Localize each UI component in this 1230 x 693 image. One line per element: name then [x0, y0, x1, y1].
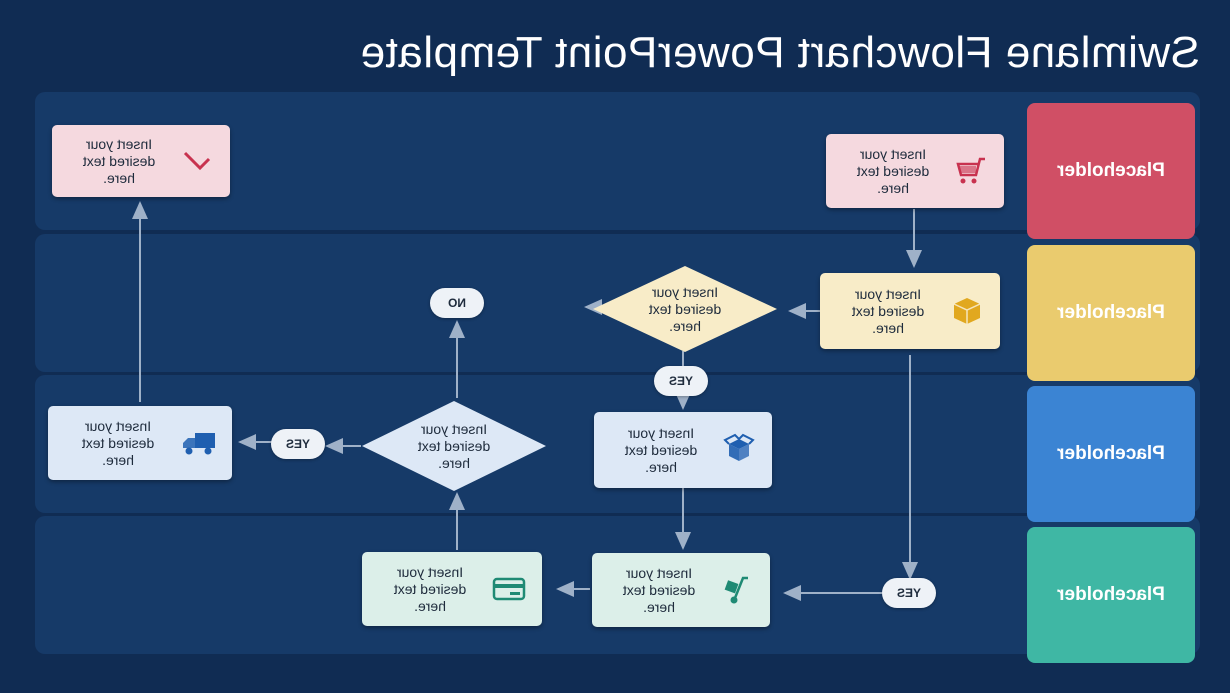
boxes-icon	[720, 431, 758, 469]
credit-card-icon	[490, 570, 528, 608]
yes-label-pill-middle: YES	[271, 429, 325, 459]
yes-label-pill-bottom: YES	[882, 578, 936, 608]
delivery-truck-icon	[180, 424, 218, 462]
yes-label-pill-top: YES	[654, 366, 708, 396]
shopping-cart-icon	[952, 152, 990, 190]
no-label-pill: NO	[430, 288, 484, 318]
hand-truck-icon	[718, 571, 756, 609]
checkmark-icon	[178, 142, 216, 180]
package-icon	[948, 292, 986, 330]
